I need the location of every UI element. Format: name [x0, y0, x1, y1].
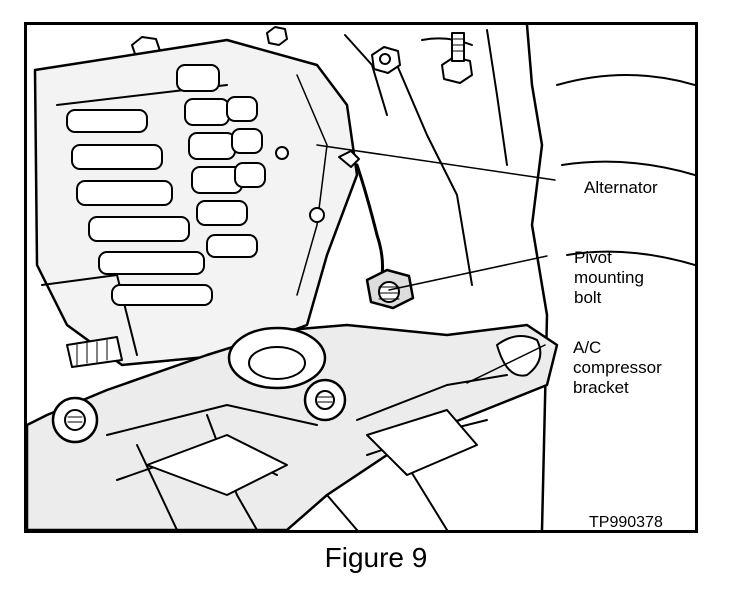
- leader-lines: [316, 144, 556, 384]
- alternator-label: Alternator: [584, 178, 658, 197]
- engine-illustration: [27, 25, 695, 530]
- pivot-mounting-bolt-label: Pivot mounting bolt: [574, 248, 644, 307]
- figure-caption: Figure 9: [324, 542, 428, 573]
- figure-frame: Alternator Pivot mounting bolt A/C compr…: [24, 22, 698, 533]
- figure-code: TP990378: [589, 514, 663, 531]
- pivot-bolt: [365, 268, 415, 310]
- ac-compressor-bracket-label: A/C compressor bracket: [573, 338, 662, 397]
- alternator-body: [33, 38, 359, 368]
- ac-bracket: [27, 323, 559, 530]
